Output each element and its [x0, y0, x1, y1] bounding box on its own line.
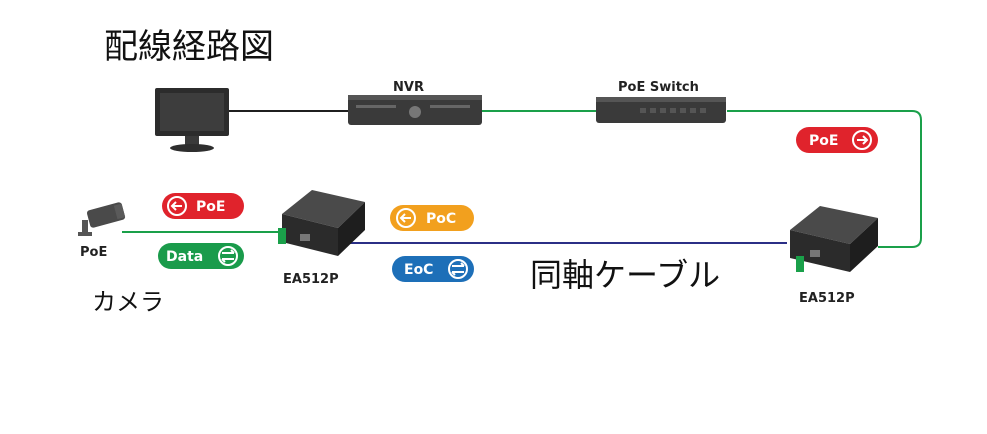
camera-poe-label: PoE [80, 245, 107, 260]
right-ea512p-label: EA512P [799, 291, 855, 306]
data-left-badge: Data [158, 243, 244, 269]
eoc-mid-badge-label: EoC [404, 262, 433, 278]
poe-switch-icon [596, 97, 726, 123]
nvr-label: NVR [393, 80, 424, 95]
poc-mid-badge-label: PoC [426, 211, 456, 227]
poe-left-badge: PoE [162, 193, 244, 219]
poe-right-badge-label: PoE [809, 133, 838, 149]
camera-label: カメラ [92, 288, 164, 316]
diagram-title: 配線経路図 [104, 27, 274, 67]
poe-right-badge: PoE [796, 127, 878, 153]
nvr-device-icon [348, 95, 482, 125]
data-left-badge-label: Data [166, 249, 203, 265]
left-ea512p-icon [278, 190, 365, 256]
switch-to-right-ea-cable [727, 110, 922, 248]
coax-cable-label: 同軸ケーブル [530, 256, 720, 294]
poe-switch-label: PoE Switch [618, 80, 699, 95]
camera-icon [78, 202, 126, 236]
poe-left-badge-label: PoE [196, 199, 225, 215]
right-ea512p-icon [790, 206, 878, 272]
monitor-icon [155, 88, 229, 152]
poc-mid-badge: PoC [390, 205, 474, 231]
left-ea512p-label: EA512P [283, 272, 339, 287]
eoc-mid-badge: EoC [392, 256, 474, 282]
